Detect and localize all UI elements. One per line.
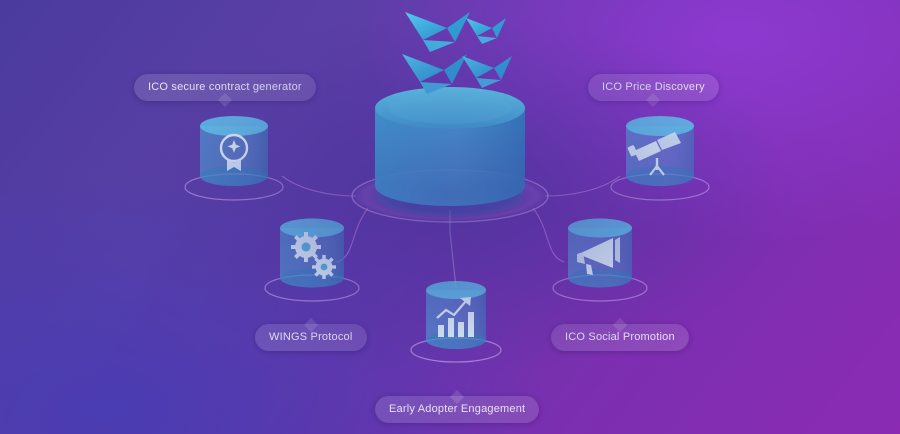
origami-bird-4 xyxy=(462,56,512,88)
central-hub-cylinder xyxy=(375,87,525,216)
origami-bird-1 xyxy=(405,12,470,52)
node-cylinder-contract[interactable] xyxy=(200,116,268,186)
label-early-adopter-engagement[interactable]: Early Adopter Engagement xyxy=(375,389,540,423)
label-text: WINGS Protocol xyxy=(269,331,353,343)
origami-birds xyxy=(402,12,512,94)
label-ico-price-discovery[interactable]: ICO Price Discovery xyxy=(588,74,719,108)
label-ico-secure-contract-generator[interactable]: ICO secure contract generator xyxy=(134,74,316,108)
label-text: ICO Price Discovery xyxy=(602,81,705,93)
label-ico-social-promotion[interactable]: ICO Social Promotion xyxy=(551,317,689,351)
megaphone-icon xyxy=(577,237,620,275)
link-hub-social xyxy=(532,207,565,263)
telescope-icon xyxy=(627,132,681,176)
label-wings-protocol[interactable]: WINGS Protocol xyxy=(255,317,367,351)
origami-bird-2 xyxy=(466,18,506,44)
label-text: ICO Social Promotion xyxy=(565,331,675,343)
node-cylinder-social[interactable] xyxy=(568,218,632,288)
node-cylinder-wings[interactable] xyxy=(280,218,344,288)
link-hub-contract xyxy=(281,175,357,197)
gears-icon xyxy=(291,232,336,279)
node-cylinder-price[interactable] xyxy=(626,116,694,186)
label-text: Early Adopter Engagement xyxy=(389,403,526,415)
link-hub-price xyxy=(544,175,621,197)
label-text: ICO secure contract generator xyxy=(148,81,302,93)
node-cylinder-early[interactable] xyxy=(426,281,486,349)
badge-star-icon xyxy=(219,133,249,171)
origami-bird-3 xyxy=(402,54,467,94)
bar-chart-growth-icon xyxy=(436,297,474,337)
